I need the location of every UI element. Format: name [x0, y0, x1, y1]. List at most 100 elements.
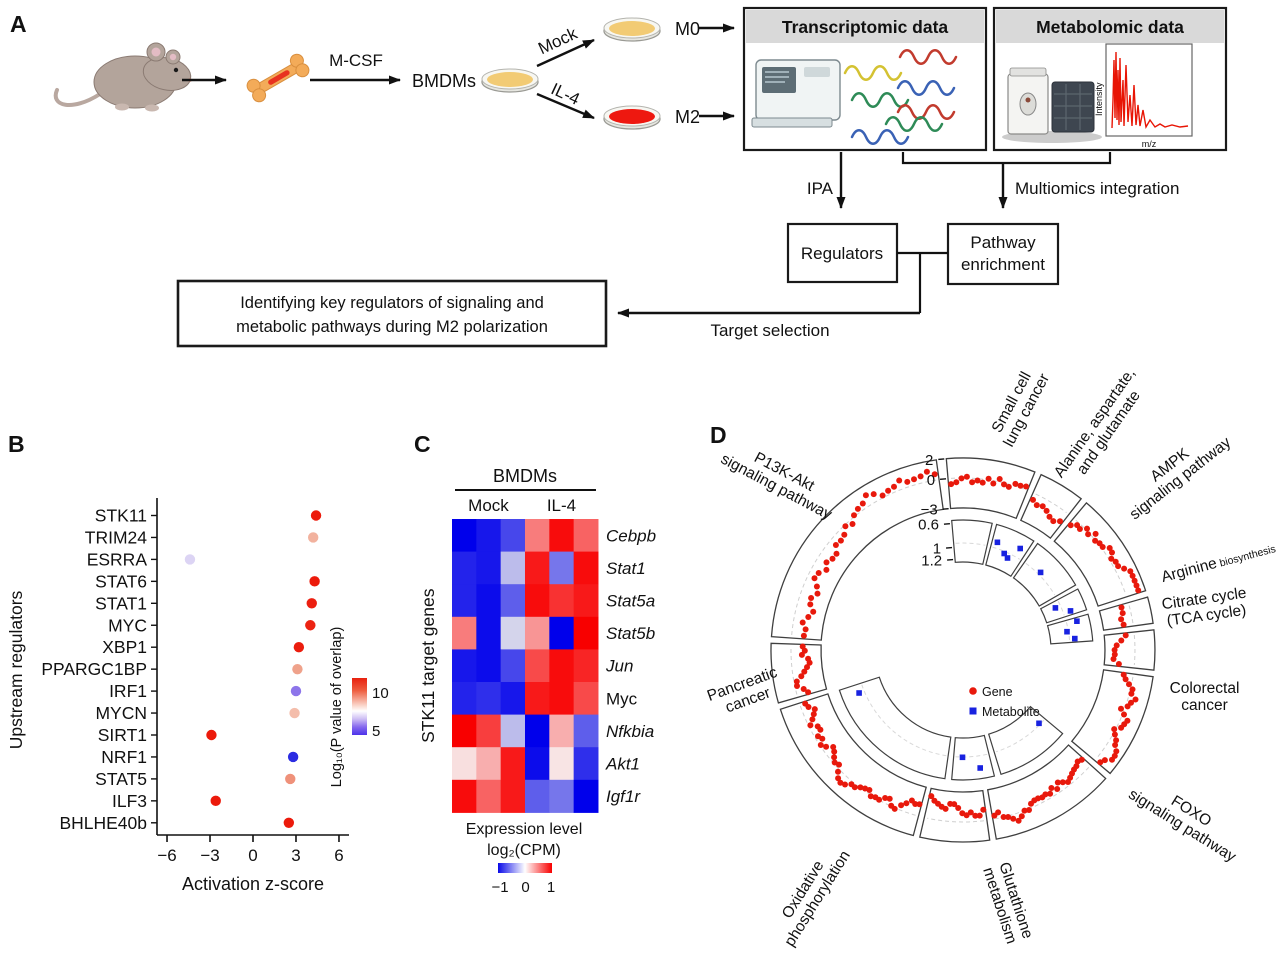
heatmap-cell [476, 649, 502, 683]
d-gene-dot [1118, 724, 1125, 731]
d-gene-dot [1126, 681, 1132, 688]
b-x-tick-label: −6 [157, 846, 176, 865]
heatmap-cell [573, 779, 599, 813]
d-gene-dot [958, 475, 965, 482]
d-gene-dot [931, 797, 938, 804]
spectrum-trace [1111, 51, 1189, 130]
petri-dish-m2-icon [603, 105, 661, 130]
mock-label: Mock [535, 24, 580, 59]
d-gene-dot [916, 801, 923, 808]
d-gene-dot [974, 477, 981, 484]
heatmap-cell [500, 551, 526, 585]
heatmap-cell [500, 682, 526, 716]
d-gene-dot [991, 812, 998, 819]
d-gene-dot [955, 805, 962, 811]
d-gene-dot [830, 744, 837, 750]
panel-a-label: A [10, 11, 27, 37]
d-gene-dot [799, 643, 806, 650]
d-gene-dot [1122, 676, 1129, 683]
heatmap-cell [524, 714, 550, 748]
d-gene-dot [1047, 790, 1054, 797]
d-gene-dot [1033, 502, 1040, 509]
d-gene-dot [811, 575, 818, 582]
d-met-mid-line [861, 684, 947, 757]
d-segment-label: Citrate cycle(TCA cycle) [1161, 585, 1250, 631]
heatmap-cell [524, 584, 550, 618]
d-gene-dot [851, 512, 857, 519]
d-gene-dot [815, 733, 821, 740]
d-legend-metabolite-marker [969, 707, 977, 715]
heatmap-cell [524, 682, 550, 716]
heatmap-cell [452, 551, 477, 585]
d-gene-dot [963, 473, 970, 480]
d-gene-dot [1028, 800, 1034, 807]
d-gene-dot [1128, 690, 1135, 697]
d-gene-dot [1085, 531, 1092, 538]
heatmap-cell [500, 747, 526, 781]
b-gene-label: MYCN [95, 703, 147, 723]
d-gene-dot [1018, 813, 1025, 820]
c-header: BMDMs [493, 466, 557, 486]
dotplot-point-STAT6 [309, 576, 320, 587]
d-gene-dot [800, 632, 807, 639]
heatmap-cell [573, 649, 599, 683]
c-row-label-Nfkbia: Nfkbia [606, 722, 654, 741]
spectrum-plot: Intensity m/z [1094, 43, 1193, 149]
d-legend-gene-label: Gene [982, 685, 1013, 699]
dotplot-point-STAT5 [285, 773, 296, 785]
d-gene-dot [959, 810, 966, 817]
d-gene-dot [1121, 565, 1128, 572]
d-gene-dot [841, 531, 848, 538]
b-colorbar [352, 678, 367, 735]
d-gene-dot [1067, 522, 1074, 529]
heatmap-cell [549, 616, 575, 650]
d-gene-dot [1054, 786, 1061, 792]
heatmap-cell [524, 616, 550, 650]
d-gene-dot [798, 651, 805, 658]
d-gene-dot [835, 768, 841, 775]
heatmap-cell [452, 747, 477, 781]
d-gene-dot [807, 601, 814, 608]
d-axis-tick [938, 458, 945, 461]
d-gene-dot [1111, 647, 1118, 653]
b-gene-label: STAT5 [95, 769, 147, 789]
b-gene-label: ILF3 [112, 791, 147, 811]
d-gene-dot [1132, 696, 1139, 703]
mass-spectrometer-icon [1002, 67, 1102, 143]
heatmap-cell [500, 616, 526, 650]
d-gene-dot [814, 723, 821, 730]
heatmap-cell [500, 714, 526, 748]
d-axis-tick [947, 558, 954, 561]
b-x-tick-label: 3 [291, 846, 300, 865]
heatmap-cell [524, 747, 550, 781]
d-metabolite-segment [1039, 588, 1088, 624]
d-gene-segment-small-cell-lung-cancer [945, 457, 1036, 520]
d-gene-dot [1097, 759, 1104, 766]
d-segment-label: Alanine, aspartate,and glutamate [1051, 370, 1153, 490]
d-gene-dot [802, 700, 809, 707]
dotplot-point-MYC [305, 620, 316, 631]
dotplot-point-NRF1 [287, 751, 299, 763]
d-gene-dot [831, 748, 838, 755]
c-legend-line1: Expression level [466, 821, 583, 838]
d-gene-dot [823, 559, 830, 566]
transcriptomic-box: Transcriptomic data [742, 6, 988, 152]
d-gene-dot [1092, 537, 1099, 544]
heatmap-cell [476, 747, 502, 781]
petri-dish-bmdm-icon [481, 68, 539, 93]
heatmap-cell [524, 551, 550, 585]
d-legend-metabolite-label: Metabolite [982, 705, 1040, 719]
b-gene-label: NRF1 [101, 747, 147, 767]
d-gene-dot [793, 678, 800, 685]
heatmap-cell [524, 649, 550, 683]
b-gene-label: STK11 [95, 506, 147, 526]
heatmap-cell [573, 747, 599, 781]
d-gene-dot [862, 785, 869, 792]
b-gene-label: ESRRA [87, 549, 148, 569]
c-legend-tick: −1 [491, 879, 508, 896]
c-legend-tick: 1 [547, 879, 555, 896]
heatmap-cell [452, 714, 477, 748]
heatmap-cell [549, 584, 575, 618]
